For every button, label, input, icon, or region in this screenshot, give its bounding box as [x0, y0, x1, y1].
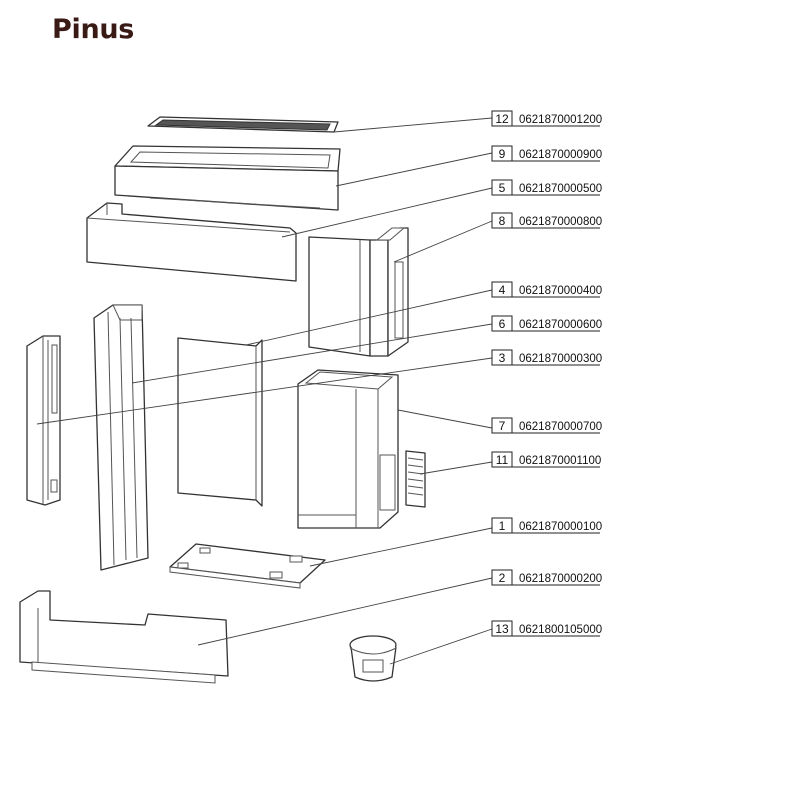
part-4-center-panel [177, 337, 263, 507]
part-2-bottom-front-panel [19, 590, 229, 684]
part-6-tall-column [93, 304, 149, 571]
leader-4 [245, 289, 493, 346]
part-number: 5 [499, 181, 506, 195]
callout-2: 2 0621870000200 [491, 569, 602, 586]
callout-13: 13 0621800105000 [491, 620, 602, 637]
part-number: 8 [499, 214, 506, 228]
leader-7 [397, 409, 493, 429]
part-number: 3 [499, 351, 506, 365]
callout-3: 3 0621870000300 [491, 349, 602, 366]
leader-1 [309, 527, 493, 567]
leader-lines [36, 117, 493, 665]
leader-9 [335, 152, 493, 187]
part-code: 0621870000700 [519, 421, 602, 433]
part-code: 0621870000200 [519, 573, 602, 585]
part-3-left-column [26, 335, 61, 506]
leader-13 [389, 628, 493, 665]
leader-2 [197, 577, 493, 646]
callout-7: 7 0621870000700 [491, 417, 602, 434]
part-code: 0621800105000 [519, 624, 602, 636]
part-code: 0621870000800 [519, 216, 602, 228]
part-12-top-grille [147, 116, 339, 133]
part-code: 0621870000300 [519, 353, 602, 365]
part-code: 0621870001100 [519, 455, 601, 467]
part-number: 9 [499, 147, 506, 161]
callout-5: 5 0621870000500 [491, 179, 602, 196]
part-code: 0621870000100 [519, 521, 602, 533]
leader-5 [281, 187, 493, 238]
leader-6 [131, 323, 493, 384]
leader-11 [419, 461, 493, 475]
callout-1: 1 0621870000100 [491, 517, 602, 534]
part-5-top-front-panel [86, 202, 297, 282]
part-13-bucket [349, 635, 397, 682]
part-9-top-cover [114, 145, 341, 211]
part-number: 2 [499, 571, 506, 585]
part-code: 0621870000600 [519, 319, 602, 331]
part-number: 12 [495, 112, 509, 126]
callout-12: 12 0621870001200 [491, 110, 602, 127]
leader-12 [333, 117, 493, 133]
callout-9: 9 0621870000900 [491, 145, 602, 162]
part-1-base-plate [169, 543, 326, 589]
part-8-upper-side-module [308, 227, 409, 357]
part-number: 1 [499, 519, 506, 533]
part-number: 7 [499, 419, 506, 433]
part-number: 4 [499, 283, 506, 297]
callout-4: 4 0621870000400 [491, 281, 602, 298]
part-7-lower-side-module [297, 369, 399, 529]
callout-8: 8 0621870000800 [491, 212, 602, 229]
part-number: 6 [499, 317, 506, 331]
part-11-louver-grille [405, 450, 426, 508]
leader-3 [36, 357, 493, 425]
page-title: Pinus [52, 14, 135, 45]
part-code: 0621870001200 [519, 114, 602, 126]
callout-11: 11 0621870001100 [491, 451, 601, 468]
part-number: 13 [495, 622, 509, 636]
leader-8 [393, 220, 493, 263]
part-number: 11 [496, 453, 509, 467]
part-code: 0621870000500 [519, 183, 602, 195]
part-code: 0621870000400 [519, 285, 602, 297]
part-code: 0621870000900 [519, 149, 602, 161]
callout-6: 6 0621870000600 [491, 315, 602, 332]
